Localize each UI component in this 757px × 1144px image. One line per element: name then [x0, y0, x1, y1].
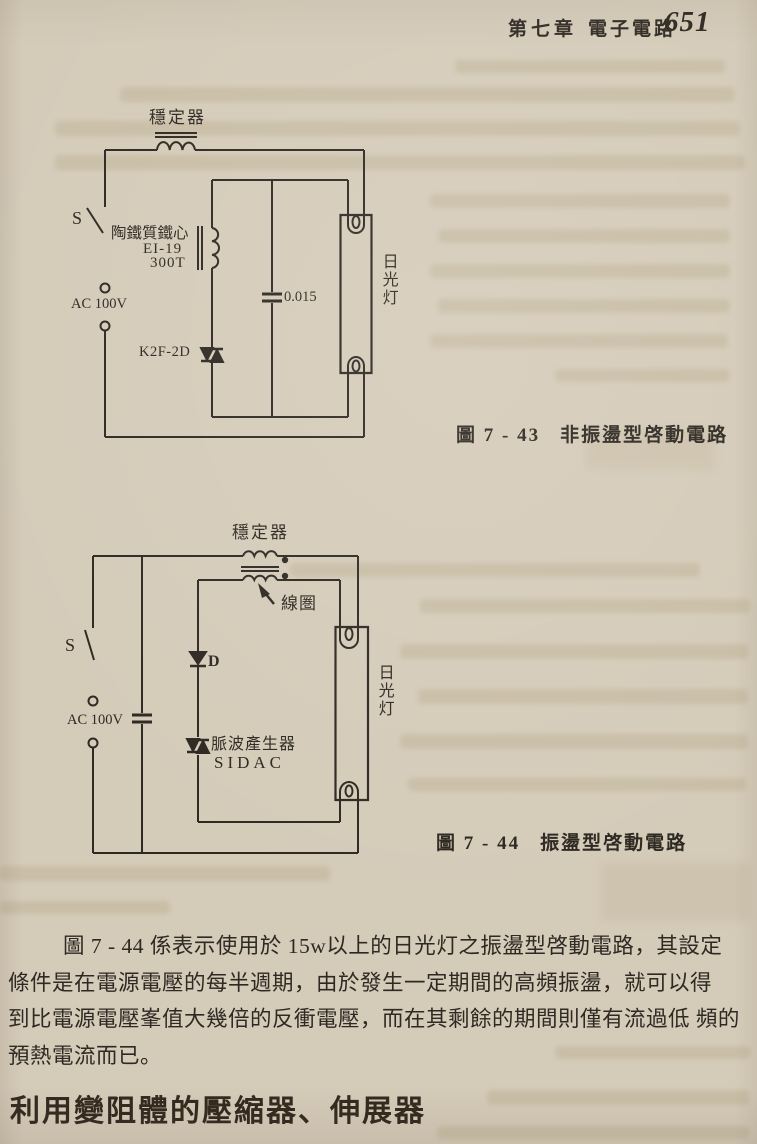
page-number: 651	[664, 6, 711, 38]
bleedthrough-line	[438, 299, 730, 313]
source-terminal	[89, 739, 98, 748]
switch-label: S	[72, 208, 83, 228]
bleedthrough-line	[0, 901, 170, 914]
bleedthrough-line	[430, 264, 730, 278]
lamp-label: 日光灯	[375, 664, 393, 718]
paragraph-line: 到比電源電壓峯值大幾倍的反衝電壓，而在其剩餘的期間則僅有流過低 頻的	[8, 1007, 740, 1031]
bleedthrough-line	[455, 60, 725, 73]
bleedthrough-line	[555, 369, 730, 382]
sidac-label: SIDAC	[214, 753, 286, 772]
ballast-transformer	[241, 551, 287, 580]
core-model-label: EI-19	[143, 241, 183, 257]
bleedthrough-line	[418, 689, 748, 704]
lamp-filament	[348, 215, 364, 233]
bleedthrough-line	[400, 734, 748, 749]
bleedthrough-blob	[600, 862, 750, 922]
figure-44-title: 振盪型啓動電路	[540, 833, 688, 854]
ballast-label: 穩定器	[149, 108, 206, 127]
fluorescent-lamp	[341, 215, 372, 373]
bleedthrough-line	[430, 334, 728, 348]
figure-44-circuit-diagram	[40, 520, 410, 870]
bleedthrough-line	[438, 229, 730, 243]
figure-43-circuit-diagram	[60, 100, 420, 460]
figure-43-caption: 圖 7 - 43 非振盪型啓動電路	[456, 420, 728, 447]
page-header: 第七章 電子電路 651	[0, 6, 757, 42]
chapter-title: 電子電路	[588, 19, 677, 40]
chapter-label: 第七章	[508, 19, 578, 40]
lamp-label: 日光灯	[379, 253, 397, 307]
paragraph-line: 圖 7 - 44 係表示使用於 15w以上的日光灯之振盪型啓動電路，其設定	[63, 934, 723, 958]
capacitor-symbol	[262, 180, 282, 417]
ac-source-label: AC 100V	[67, 712, 123, 728]
section-heading: 利用變阻體的壓縮器、伸展器	[10, 1095, 426, 1128]
switch-blade	[85, 630, 94, 660]
source-terminal	[101, 284, 110, 293]
diac-symbol	[199, 347, 225, 363]
fluorescent-lamp	[336, 627, 369, 800]
bleedthrough-line	[487, 1090, 749, 1105]
capacitor-symbol	[132, 556, 152, 853]
source-terminal	[89, 697, 98, 706]
figure-44-caption: 圖 7 - 44 振盪型啓動電路	[436, 828, 687, 855]
figure-43-title: 非振盪型啓動電路	[560, 425, 729, 446]
polarity-dot	[283, 574, 287, 578]
ferrite-core-winding	[198, 180, 219, 270]
core-label: 陶鐵質鐵心	[111, 225, 189, 242]
switch-label: S	[65, 635, 76, 655]
ballast-label: 穩定器	[232, 523, 289, 542]
diode-label: D	[208, 653, 220, 670]
bleedthrough-line	[430, 194, 730, 208]
diode-symbol	[188, 651, 208, 666]
capacitor-value-label: 0.015	[284, 289, 317, 305]
bleedthrough-line	[437, 1126, 749, 1139]
switch-blade	[87, 208, 103, 233]
core-turns-label: 300T	[150, 255, 186, 271]
sidac-symbol	[185, 738, 211, 754]
bleedthrough-line	[400, 644, 748, 659]
ballast-coil	[155, 133, 197, 150]
source-terminal	[101, 322, 110, 331]
bleedthrough-line	[420, 599, 750, 613]
diac-label: K2F-2D	[139, 344, 191, 360]
polarity-dot	[283, 558, 287, 562]
paragraph-line: 條件是在電源電壓的每半週期，由於發生一定期間的高頻振盪，就可以得	[8, 970, 713, 995]
figure-44-number: 圖 7 - 44	[436, 833, 521, 854]
figure-43-number: 圖 7 - 43	[456, 425, 541, 446]
lamp-filament	[340, 782, 358, 800]
paragraph-line: 預熱電流而已。	[8, 1043, 163, 1068]
ac-source-label: AC 100V	[71, 296, 127, 312]
pulse-generator-label: 脈波產生器	[211, 736, 297, 753]
lamp-filament	[348, 357, 364, 373]
coil-label: 線圏	[281, 594, 317, 613]
body-paragraph: 圖 7 - 44 係表示使用於 15w以上的日光灯之振盪型啓動電路，其設定 條件…	[8, 928, 745, 1074]
coil-arrow	[258, 583, 274, 604]
bleedthrough-line	[408, 778, 746, 791]
lamp-filament	[340, 627, 358, 648]
